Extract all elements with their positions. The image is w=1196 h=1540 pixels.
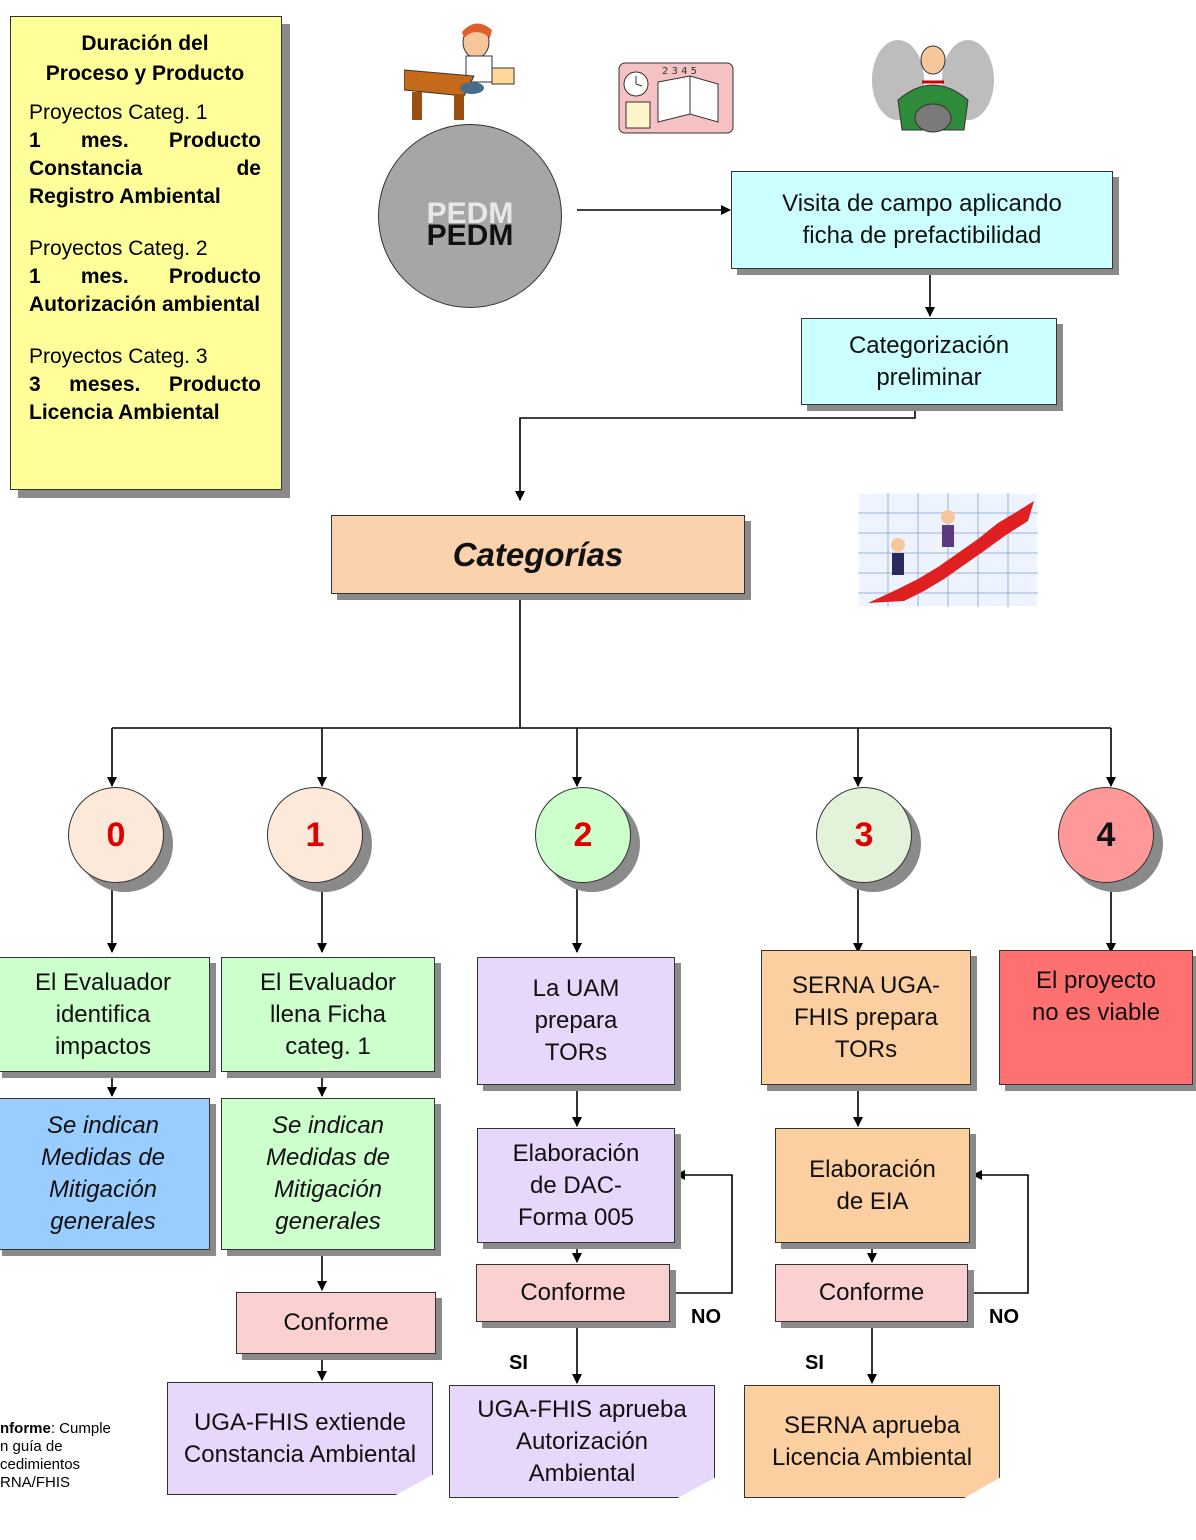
- duration-title-line1: Duración del: [81, 32, 209, 55]
- col2-dac-box: Elaboración de DAC-Forma 005: [477, 1128, 675, 1243]
- svg-text:2 3 4 5: 2 3 4 5: [662, 66, 697, 77]
- col1-result-note: UGA-FHIS extiende Constancia Ambiental: [167, 1382, 433, 1495]
- col1-mitigation-box: Se indican Medidas de Mitigación general…: [221, 1098, 435, 1250]
- category-4-circle: 4: [1058, 787, 1154, 883]
- duration-note: Duración del Proceso y Producto Proyecto…: [10, 16, 282, 490]
- cat2-label: Proyectos Categ. 2: [29, 237, 208, 260]
- footnote: nforme: Cumple n guía de cedimientos RNA…: [0, 1420, 150, 1492]
- people-climbing-graph-icon: [858, 493, 1038, 607]
- stressed-person-icon: [872, 40, 994, 133]
- categorias-box: Categorías: [331, 515, 745, 594]
- cat1-label: Proyectos Categ. 1: [29, 101, 208, 124]
- category-1-circle: 1: [267, 787, 363, 883]
- col3-no-label: NO: [989, 1306, 1019, 1328]
- col3-conforme-box: Conforme: [775, 1264, 968, 1322]
- col2-no-label: NO: [691, 1306, 721, 1328]
- category-0-circle: 0: [68, 787, 164, 883]
- visita-box: Visita de campo aplicando ficha de prefa…: [731, 171, 1113, 269]
- cat3-label: Proyectos Categ. 3: [29, 345, 208, 368]
- pedm-label: PEDM: [426, 219, 514, 252]
- col2-conforme-box: Conforme: [476, 1264, 670, 1322]
- col2-si-label: SI: [509, 1352, 528, 1374]
- footnote-term: nforme: [0, 1420, 51, 1437]
- col0-mitigation-box: Se indican Medidas de Mitigación general…: [0, 1098, 210, 1250]
- calendar-book-icon: 2 3 4 5: [618, 62, 734, 134]
- col3-result-note: SERNA aprueba Licencia Ambiental: [744, 1385, 1000, 1498]
- duration-title-line2: Proceso y Producto: [45, 62, 245, 85]
- cat2-product: 1 mes. Producto Autorización ambiental: [29, 265, 261, 316]
- col2-result-note: UGA-FHIS aprueba Autorización Ambiental: [449, 1385, 715, 1498]
- duration-title: Duración del Proceso y Producto: [29, 29, 261, 89]
- col4-not-viable-box: El proyecto no es viable: [999, 950, 1193, 1085]
- col1-conforme-box: Conforme: [236, 1292, 436, 1354]
- pedm-circle: PEDM PEDM: [378, 124, 562, 308]
- col3-serna-box: SERNA UGA-FHIS prepara TORs: [761, 950, 971, 1085]
- category-3-circle: 3: [816, 787, 912, 883]
- pedm-shadow-label: PEDM: [426, 197, 514, 230]
- col0-evaluator-box: El Evaluador identifica impactos: [0, 957, 210, 1072]
- person-at-desk-icon: [404, 23, 515, 120]
- col3-si-label: SI: [805, 1352, 824, 1374]
- footnote-text: : Cumple n guía de cedimientos RNA/FHIS: [0, 1420, 111, 1491]
- cat3-product: 3 meses. Producto Licencia Ambiental: [29, 373, 261, 424]
- col1-evaluator-box: El Evaluador llena Ficha categ. 1: [221, 957, 435, 1072]
- col2-uam-box: La UAM prepara TORs: [477, 957, 675, 1085]
- categorizacion-box: Categorización preliminar: [801, 318, 1057, 405]
- col3-eia-box: Elaboración de EIA: [775, 1128, 970, 1243]
- cat1-product: 1 mes. Producto Constancia de Registro A…: [29, 129, 261, 208]
- category-2-circle: 2: [535, 787, 631, 883]
